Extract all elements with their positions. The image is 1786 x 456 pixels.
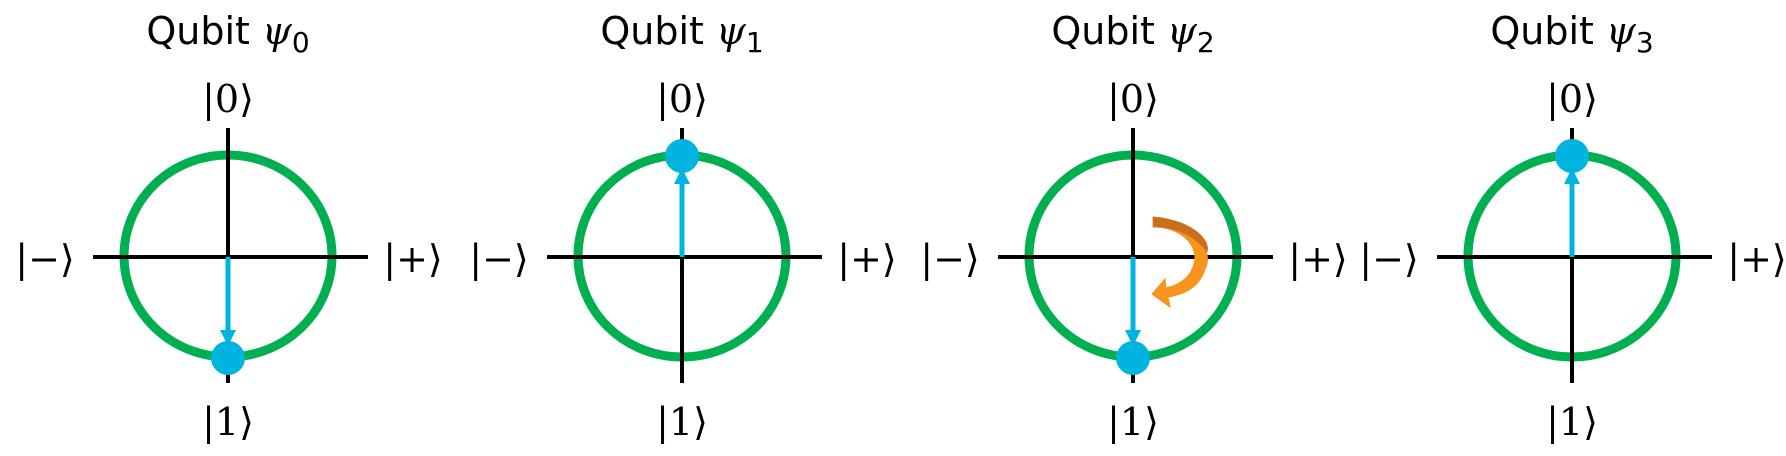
title-text: Qubit: [1490, 9, 1606, 53]
state-dot: [665, 139, 699, 173]
label-ket-0: |0⟩: [656, 77, 708, 121]
panel-title: Qubit ψ1: [600, 9, 763, 59]
label-ket-plus: |+⟩: [1288, 237, 1347, 281]
state-vector-arrowhead: [220, 330, 236, 346]
label-ket-minus: |−⟩: [469, 237, 528, 281]
label-ket-0: |0⟩: [1107, 77, 1159, 121]
label-ket-plus: |+⟩: [837, 237, 896, 281]
state-vector-arrowhead: [674, 168, 690, 184]
psi-symbol: ψ: [1606, 9, 1637, 53]
label-ket-1: |1⟩: [1546, 400, 1598, 444]
label-ket-plus: |+⟩: [383, 237, 442, 281]
state-vector-arrowhead: [1564, 168, 1580, 184]
state-vector-arrowhead: [1125, 330, 1141, 346]
label-ket-0: |0⟩: [1546, 77, 1598, 121]
panel-title: Qubit ψ3: [1490, 9, 1653, 59]
qubit-panel-2: Qubit ψ2 |0⟩ |1⟩ |−⟩ |+⟩: [920, 9, 1347, 444]
title-subscript: 3: [1636, 26, 1654, 59]
qubit-panel-3: Qubit ψ3 |0⟩ |1⟩ |−⟩ |+⟩: [1359, 9, 1786, 444]
label-ket-1: |1⟩: [1107, 400, 1159, 444]
title-text: Qubit: [600, 9, 716, 53]
label-ket-0: |0⟩: [202, 77, 254, 121]
label-ket-plus: |+⟩: [1727, 237, 1786, 281]
panel-title: Qubit ψ0: [146, 9, 309, 59]
psi-symbol: ψ: [1167, 9, 1198, 53]
label-ket-minus: |−⟩: [15, 237, 74, 281]
title-text: Qubit: [1051, 9, 1167, 53]
psi-symbol: ψ: [262, 9, 293, 53]
state-dot: [211, 341, 245, 375]
title-subscript: 0: [292, 26, 310, 59]
state-dot: [1116, 341, 1150, 375]
rotation-arrow-shade: [1153, 217, 1209, 253]
psi-symbol: ψ: [716, 9, 747, 53]
title-text: Qubit: [146, 9, 262, 53]
state-dot: [1555, 139, 1589, 173]
label-ket-1: |1⟩: [202, 400, 254, 444]
label-ket-1: |1⟩: [656, 400, 708, 444]
qubit-panel-1: Qubit ψ1 |0⟩ |1⟩ |−⟩ |+⟩: [469, 9, 896, 444]
panel-title: Qubit ψ2: [1051, 9, 1214, 59]
qubit-panel-0: Qubit ψ0 |0⟩ |1⟩ |−⟩ |+⟩: [15, 9, 442, 444]
title-subscript: 1: [746, 26, 764, 59]
label-ket-minus: |−⟩: [920, 237, 979, 281]
title-subscript: 2: [1197, 26, 1215, 59]
label-ket-minus: |−⟩: [1359, 237, 1418, 281]
